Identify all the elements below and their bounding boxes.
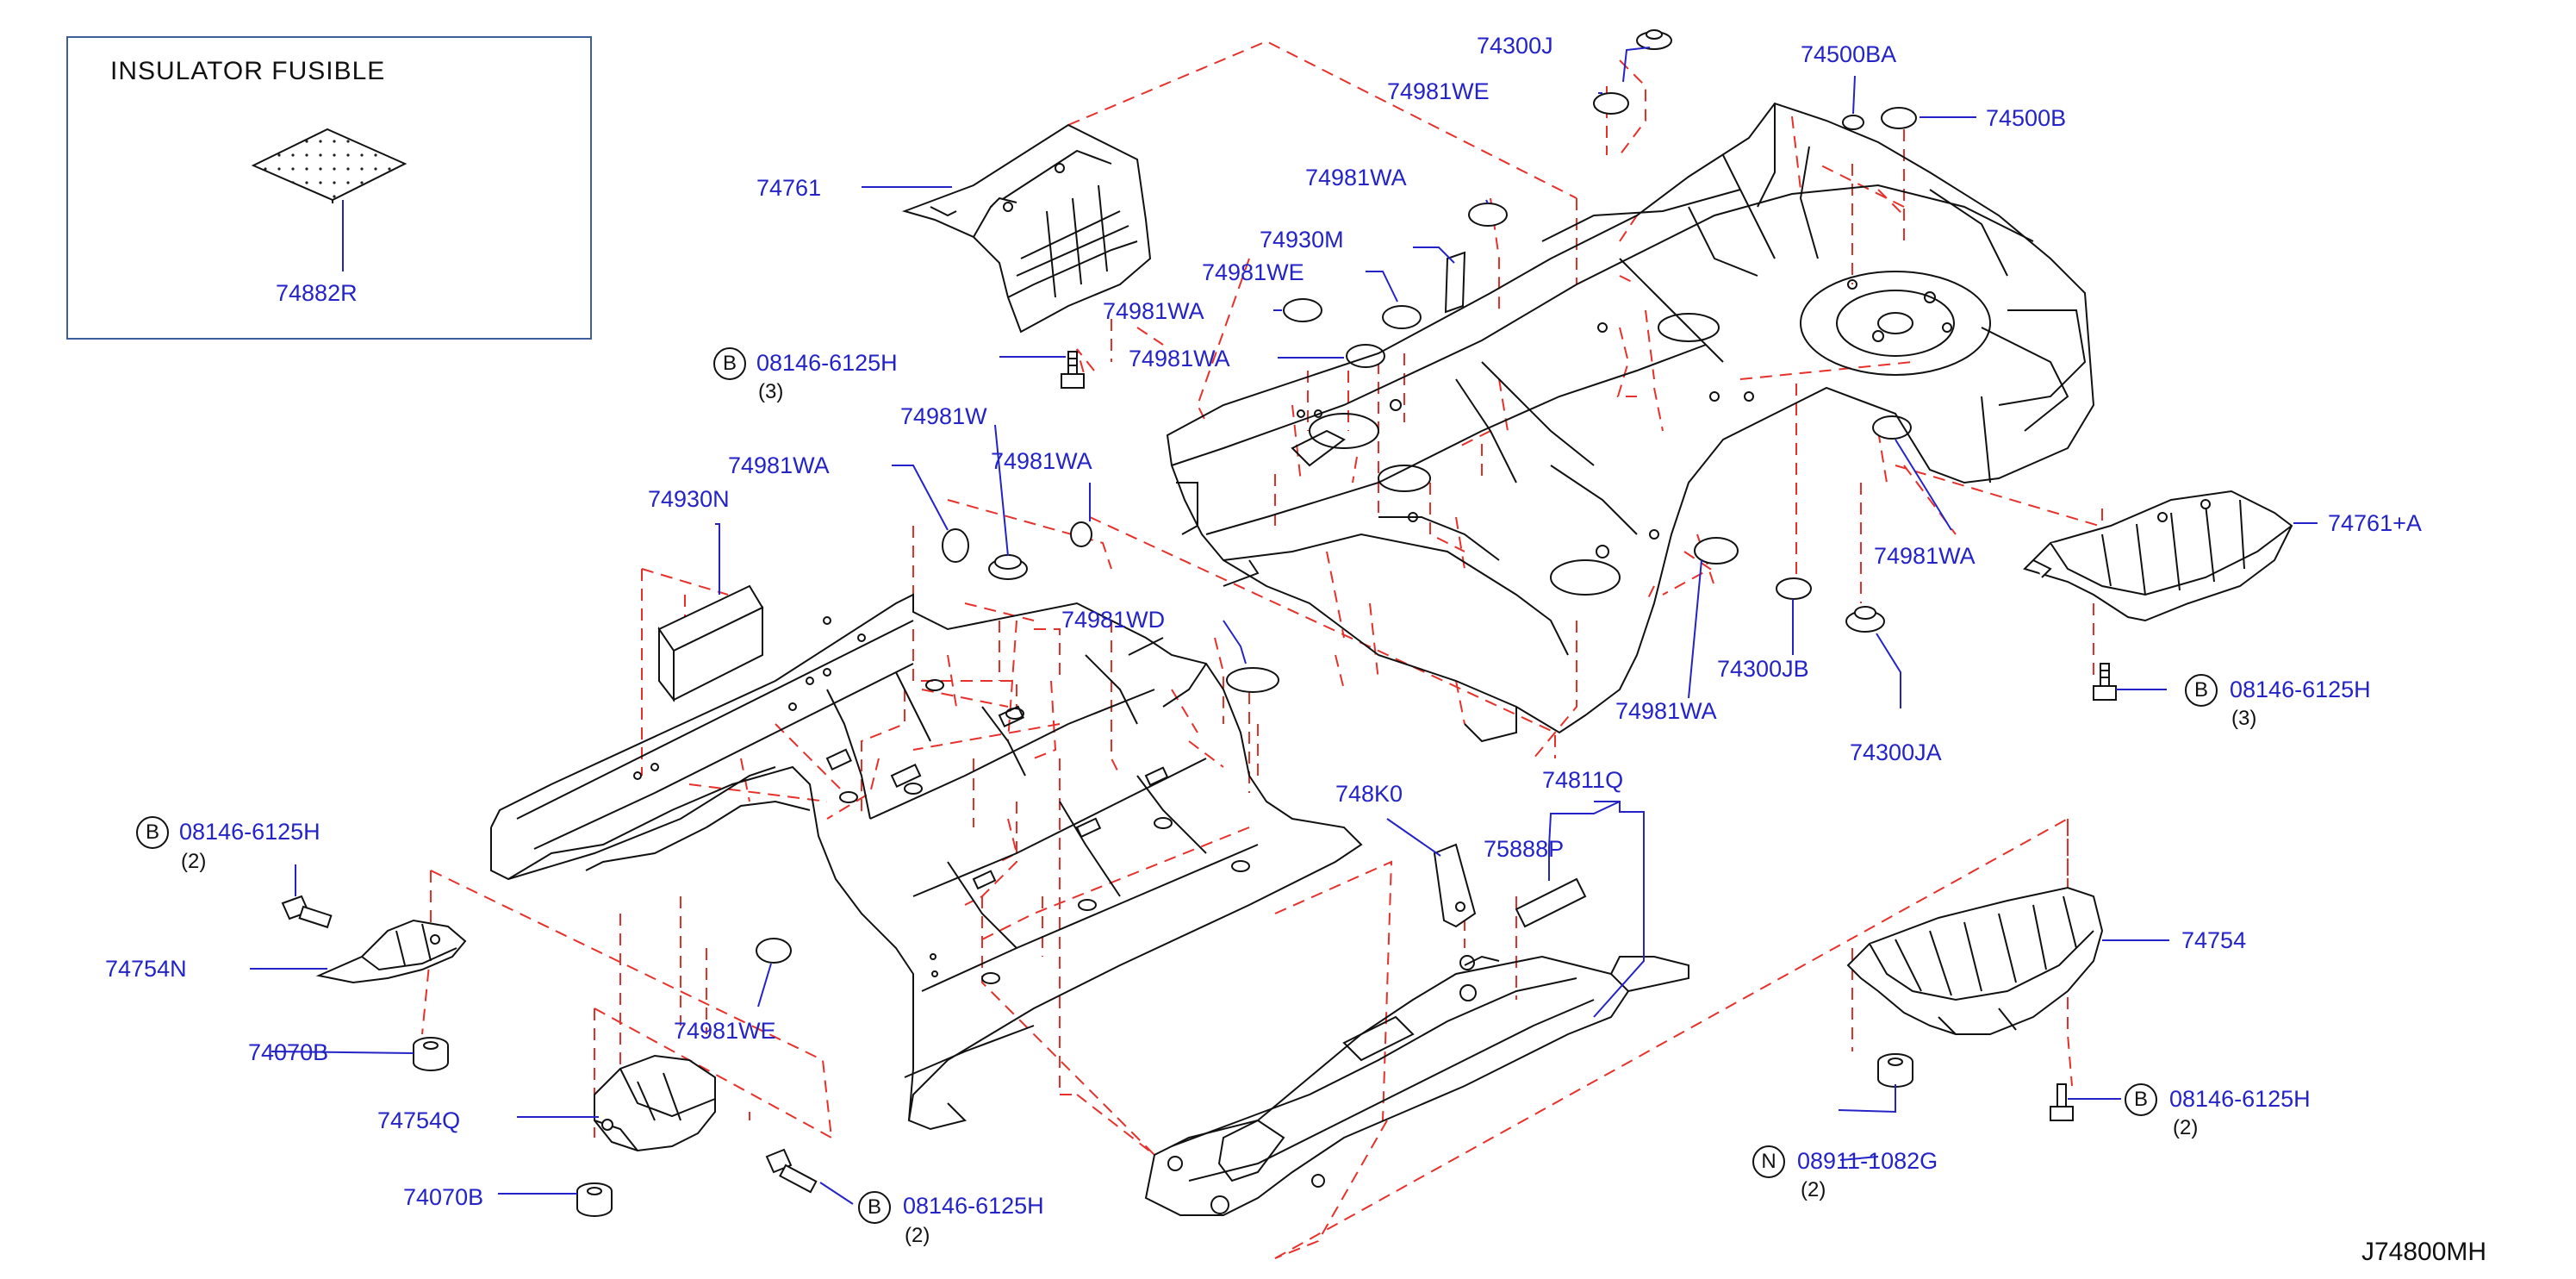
label-74811q: 74811Q	[1542, 767, 1624, 793]
bracket-74930n	[657, 584, 764, 702]
label-74070b-b: 74070B	[403, 1184, 484, 1210]
qty-bolt-b2: (3)	[2231, 707, 2257, 730]
label-74882r: 74882R	[276, 280, 358, 306]
bolt-b5	[765, 1148, 818, 1194]
bolt-b4	[2050, 1083, 2074, 1121]
label-74981wa-b: 74981WA	[1103, 298, 1204, 324]
undercover-74811q	[1144, 955, 1689, 1216]
label-74930m: 74930M	[1260, 227, 1344, 253]
label-74300j: 74300J	[1477, 33, 1553, 59]
plugs	[756, 29, 1917, 964]
inset-title: INSULATOR FUSIBLE	[110, 57, 386, 85]
label-74500b: 74500B	[1986, 105, 2067, 131]
label-74300ja: 74300JA	[1850, 739, 1942, 765]
label-74070b-a: 74070B	[248, 1039, 329, 1065]
bolt-callout-symbol: B	[136, 816, 169, 849]
label-74300jb: 74300JB	[1717, 656, 1809, 682]
label-74981wa-c: 74981WA	[1129, 346, 1230, 371]
heat-insulator-74754q	[594, 1054, 716, 1152]
label-nut-n1: 08911-1082G	[1797, 1148, 1938, 1174]
label-74981we-top: 74981WE	[1387, 78, 1490, 104]
label-74981wd: 74981WD	[1061, 607, 1166, 633]
label-74981we-b: 74981WE	[1202, 259, 1304, 285]
diagram-code: J74800MH	[2361, 1238, 2487, 1266]
bolt-callout-symbol: B	[858, 1191, 891, 1224]
plug-74981wa-d	[942, 528, 969, 563]
plug-74500ba	[1842, 115, 1864, 130]
insulator-fusible-inset	[66, 36, 592, 340]
nut-74070b-a	[413, 1037, 449, 1071]
rear-floor-panel	[1166, 102, 2095, 743]
label-74981w: 74981W	[900, 403, 987, 429]
insulator-75888p	[1515, 877, 1587, 928]
label-74754n: 74754N	[105, 956, 187, 982]
nut-74070b-b	[576, 1182, 613, 1217]
plug-74981wa-g	[1694, 537, 1739, 565]
heat-insulator-74754n	[315, 919, 467, 984]
heat-insulator-74754	[1846, 886, 2104, 1035]
heat-insulator-74761	[901, 123, 1152, 334]
label-74754: 74754	[2181, 927, 2247, 953]
pad-74930m	[1444, 251, 1466, 314]
label-74500ba: 74500BA	[1801, 41, 1897, 67]
plug-74981wa-e	[1070, 521, 1092, 547]
plug-74981we-b	[1382, 305, 1422, 329]
qty-bolt-b4: (2)	[2173, 1116, 2199, 1139]
nut-callout-symbol: N	[1752, 1145, 1785, 1178]
guide-lines	[421, 40, 2129, 1259]
label-74930n: 74930N	[648, 486, 730, 512]
label-74754q: 74754Q	[377, 1107, 461, 1133]
label-74761: 74761	[756, 175, 822, 201]
plug-74300jb	[1776, 577, 1812, 600]
bolt-callout-symbol: B	[713, 347, 746, 380]
plug-74500b	[1881, 107, 1917, 129]
bolt-callout-symbol: B	[2185, 674, 2218, 707]
label-75888p: 75888P	[1484, 836, 1565, 862]
bolt-b2	[2093, 663, 2117, 701]
leader-lines	[250, 47, 2318, 1205]
label-74981we-c: 74981WE	[674, 1018, 776, 1044]
label-bolt-b1: 08146-6125H	[756, 350, 898, 376]
label-74981wa-a: 74981WA	[1305, 165, 1407, 190]
plug-74981wa-c	[1346, 344, 1385, 368]
label-74981wa-g: 74981WA	[1615, 698, 1717, 724]
label-bolt-b2: 08146-6125H	[2230, 677, 2371, 702]
plug-74981we-top	[1593, 92, 1629, 115]
plug-74981wa-f	[1872, 415, 1912, 440]
label-bolt-b4: 08146-6125H	[2169, 1086, 2311, 1112]
label-748k0: 748K0	[1335, 781, 1403, 807]
qty-bolt-b5: (2)	[905, 1224, 930, 1247]
label-bolt-b3: 08146-6125H	[179, 819, 320, 845]
qty-nut-n1: (2)	[1801, 1178, 1826, 1201]
bolt-callout-symbol: B	[2125, 1083, 2157, 1116]
plug-74981we-c	[756, 938, 792, 964]
label-bolt-b5: 08146-6125H	[903, 1193, 1044, 1219]
front-floor-panel	[490, 593, 1363, 1131]
plug-74981wa-b	[1283, 298, 1322, 322]
label-74981wa-d: 74981WA	[991, 448, 1092, 474]
nut-n1	[1877, 1053, 1913, 1088]
bracket-748k0	[1433, 843, 1477, 928]
qty-bolt-b1: (3)	[758, 380, 784, 403]
bolt-b1	[1061, 351, 1085, 389]
heat-insulator-74761-a	[2023, 490, 2293, 622]
plug-74981wa-a	[1468, 203, 1508, 227]
label-74981wa-f: 74981WA	[1874, 543, 1976, 569]
qty-bolt-b3: (2)	[181, 850, 207, 873]
label-74761-a: 74761+A	[2328, 510, 2422, 536]
bolt-b3	[281, 895, 333, 929]
insulator-fusible-sheet	[251, 128, 408, 271]
label-74981wa-e: 74981WA	[728, 452, 830, 478]
plug-74981wd	[1226, 667, 1279, 693]
